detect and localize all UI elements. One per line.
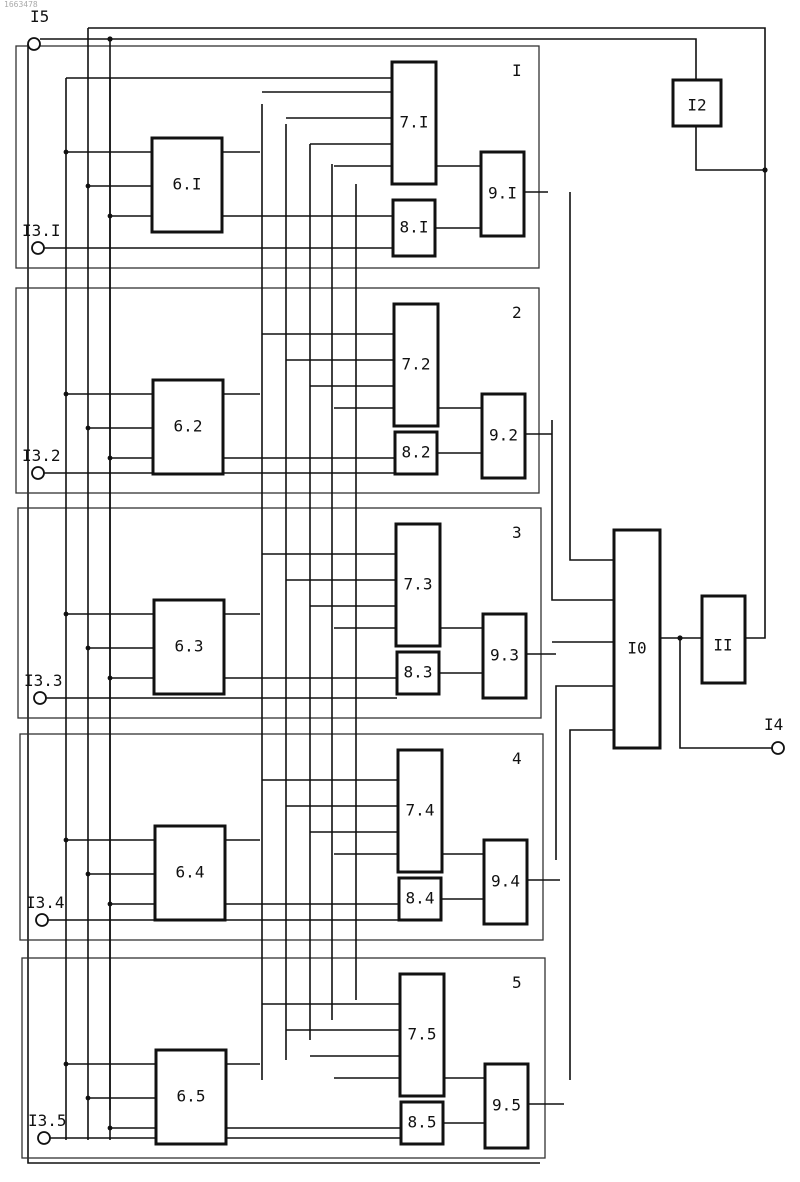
block-8-5-label: 8.5 xyxy=(408,1113,437,1132)
block-II-label: II xyxy=(713,636,732,655)
block-7-1: 7.I xyxy=(392,62,436,184)
block-9-3-label: 9.3 xyxy=(490,646,519,665)
left-bus-lines xyxy=(66,28,392,1140)
block-7-5-label: 7.5 xyxy=(408,1025,437,1044)
block-7-4-label: 7.4 xyxy=(406,801,435,820)
block-6-5: 6.5 xyxy=(156,1050,226,1144)
block-6-5-label: 6.5 xyxy=(177,1087,206,1106)
block-9-3: 9.3 xyxy=(483,614,526,698)
block-7-4: 7.4 xyxy=(398,750,442,872)
channel-1: I 6.I 7.I 8.I 9.I I3.I xyxy=(16,46,548,268)
block-7-2: 7.2 xyxy=(394,304,438,426)
block-8-1: 8.I xyxy=(393,200,435,256)
block-6-1-label: 6.I xyxy=(173,175,202,194)
block-7-1-label: 7.I xyxy=(400,113,429,132)
block-7-3-label: 7.3 xyxy=(404,575,433,594)
block-6-4-label: 6.4 xyxy=(176,863,205,882)
terminal-I3-label: I3.5 xyxy=(28,1111,67,1130)
channel-5: 5 6.5 7.5 8.5 9.5I3.5 xyxy=(22,958,564,1158)
block-6-1: 6.I xyxy=(152,138,222,232)
block-6-3-label: 6.3 xyxy=(175,637,204,656)
channel-number: I xyxy=(512,61,522,80)
channel-4: 4 6.4 7.4 8.4 9.4I3.4 xyxy=(20,734,560,940)
block-8-2: 8.2 xyxy=(395,432,437,474)
mid-bus-lines xyxy=(262,104,356,1080)
channel-3: 3 6.3 7.3 8.3 9.3I3.3 xyxy=(18,508,556,718)
block-8-3: 8.3 xyxy=(397,652,439,694)
terminal-I4-label: I4 xyxy=(764,715,783,734)
block-8-5: 8.5 xyxy=(401,1102,443,1144)
terminal-I3-3: I3.3 xyxy=(24,671,63,704)
block-6-4: 6.4 xyxy=(155,826,225,920)
block-7-3: 7.3 xyxy=(396,524,440,646)
block-6-2-label: 6.2 xyxy=(174,417,203,436)
terminal-I3-label: I3.3 xyxy=(24,671,63,690)
terminal-I3-label: I3.2 xyxy=(22,446,61,465)
block-9-5-label: 9.5 xyxy=(492,1096,521,1115)
block-8-4-label: 8.4 xyxy=(406,889,435,908)
terminal-I5: I5 xyxy=(28,7,49,50)
block-I2-label: I2 xyxy=(687,96,706,115)
block-8-3-label: 8.3 xyxy=(404,663,433,682)
block-II: II xyxy=(702,596,745,683)
block-7-5: 7.5 xyxy=(400,974,444,1096)
block-9-2-label: 9.2 xyxy=(489,426,518,445)
block-9-1-label: 9.I xyxy=(488,184,517,203)
block-9-5: 9.5 xyxy=(485,1064,528,1148)
block-I0: I0 xyxy=(614,530,660,748)
collector-lines xyxy=(552,192,614,1080)
block-I2: I2 xyxy=(673,80,721,126)
block-8-2-label: 8.2 xyxy=(402,443,431,462)
terminal-I5-label: I5 xyxy=(30,7,49,26)
block-8-1-label: 8.I xyxy=(400,218,429,237)
channel-number: 5 xyxy=(512,973,522,992)
block-6-3: 6.3 xyxy=(154,600,224,694)
block-I0-label: I0 xyxy=(627,639,646,658)
terminal-I3-label: I3.4 xyxy=(26,893,65,912)
terminal-I3-5: I3.5 xyxy=(28,1111,67,1144)
channel-number: 2 xyxy=(512,303,522,322)
block-9-4: 9.4 xyxy=(484,840,527,924)
block-8-4: 8.4 xyxy=(399,878,441,920)
channel-2: 2 6.2 7.2 8.2 9.2I3.2 xyxy=(16,288,552,493)
terminal-I3-4: I3.4 xyxy=(26,893,65,926)
block-9-4-label: 9.4 xyxy=(491,872,520,891)
channel-number: 3 xyxy=(512,523,522,542)
block-7-2-label: 7.2 xyxy=(402,355,431,374)
block-9-2: 9.2 xyxy=(482,394,525,478)
channel-number: 4 xyxy=(512,749,522,768)
block-9-1: 9.I xyxy=(481,152,524,236)
terminal-I3-label: I3.I xyxy=(22,221,61,240)
block-6-2: 6.2 xyxy=(153,380,223,474)
